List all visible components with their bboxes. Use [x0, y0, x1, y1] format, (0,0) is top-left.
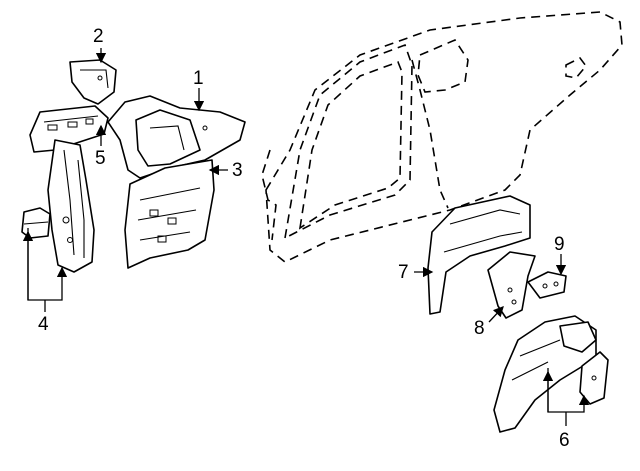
leader-lines — [22, 48, 590, 426]
part-7-wheelhouse — [427, 195, 531, 315]
part-3-lower-panel — [124, 159, 215, 269]
callout-7: 7 — [398, 262, 409, 283]
part-4-pillar — [47, 139, 95, 273]
part-2-bracket — [69, 59, 117, 105]
part-6-bracket — [579, 351, 609, 405]
part-4-clip — [21, 207, 51, 239]
vehicle-body-outline — [261, 11, 623, 263]
callout-5: 5 — [95, 148, 106, 169]
callout-4: 4 — [38, 314, 49, 335]
part-8-bracket — [487, 251, 536, 319]
callout-8: 8 — [474, 318, 485, 339]
part-1-inner-panel — [107, 95, 246, 179]
callout-1: 1 — [193, 68, 204, 89]
callout-3: 3 — [232, 160, 243, 181]
callout-6: 6 — [559, 430, 570, 451]
callout-labels: 2 1 3 5 4 7 8 9 6 — [38, 26, 570, 451]
callout-2: 2 — [93, 26, 104, 47]
part-9-bracket — [527, 271, 567, 299]
part-5-bracket — [29, 105, 109, 153]
callout-9: 9 — [554, 234, 565, 255]
